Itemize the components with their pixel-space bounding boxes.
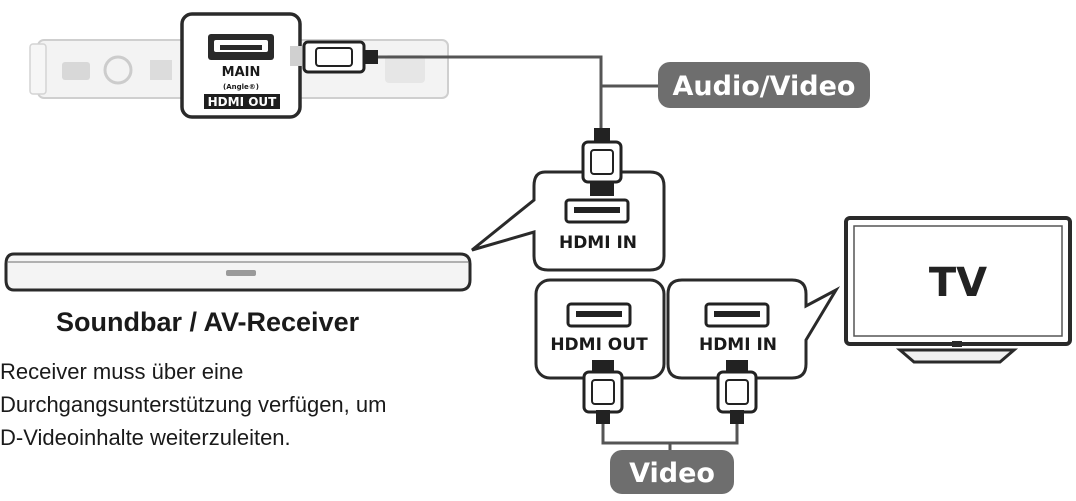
audio-video-text: Audio/Video xyxy=(673,71,856,102)
soundbar-device xyxy=(4,252,472,292)
receiver-out-hdmi-plug xyxy=(582,360,624,424)
receiver-hdmi-out-label: HDMI OUT xyxy=(550,335,648,355)
source-main-label: MAIN xyxy=(222,65,261,80)
receiver-title: Soundbar / AV-Receiver xyxy=(56,307,360,337)
source-port-label: HDMI OUT xyxy=(208,95,278,109)
tv-in-hdmi-plug xyxy=(716,360,758,424)
audio-video-label: Audio/Video xyxy=(658,62,870,108)
cable-lines xyxy=(378,55,739,452)
video-text: Video xyxy=(629,458,715,489)
source-sub-label: (Angle®) xyxy=(223,83,259,91)
receiver-hdmi-in-panel: HDMI IN xyxy=(471,170,666,272)
tv-hdmi-in-panel: HDMI IN xyxy=(666,278,841,380)
tv-label: TV xyxy=(929,260,987,306)
tv-hdmi-in-label: HDMI IN xyxy=(699,335,777,355)
source-hdmi-plug xyxy=(290,40,378,74)
receiver-in-hdmi-plug xyxy=(581,128,623,196)
video-label: Video xyxy=(610,450,734,494)
hdmi-port-icon xyxy=(564,198,630,224)
receiver-hdmi-out-panel: HDMI OUT xyxy=(534,278,666,380)
hdmi-port-icon xyxy=(208,34,274,60)
tv-device: TV xyxy=(844,216,1072,364)
hdmi-port-icon xyxy=(566,302,632,328)
receiver-hdmi-in-label: HDMI IN xyxy=(559,233,637,253)
source-hdmi-out-panel: MAIN (Angle®) HDMI OUT xyxy=(180,12,302,119)
receiver-description: Receiver muss über eine Durchgangsunters… xyxy=(0,359,387,450)
hdmi-port-icon xyxy=(704,302,770,328)
